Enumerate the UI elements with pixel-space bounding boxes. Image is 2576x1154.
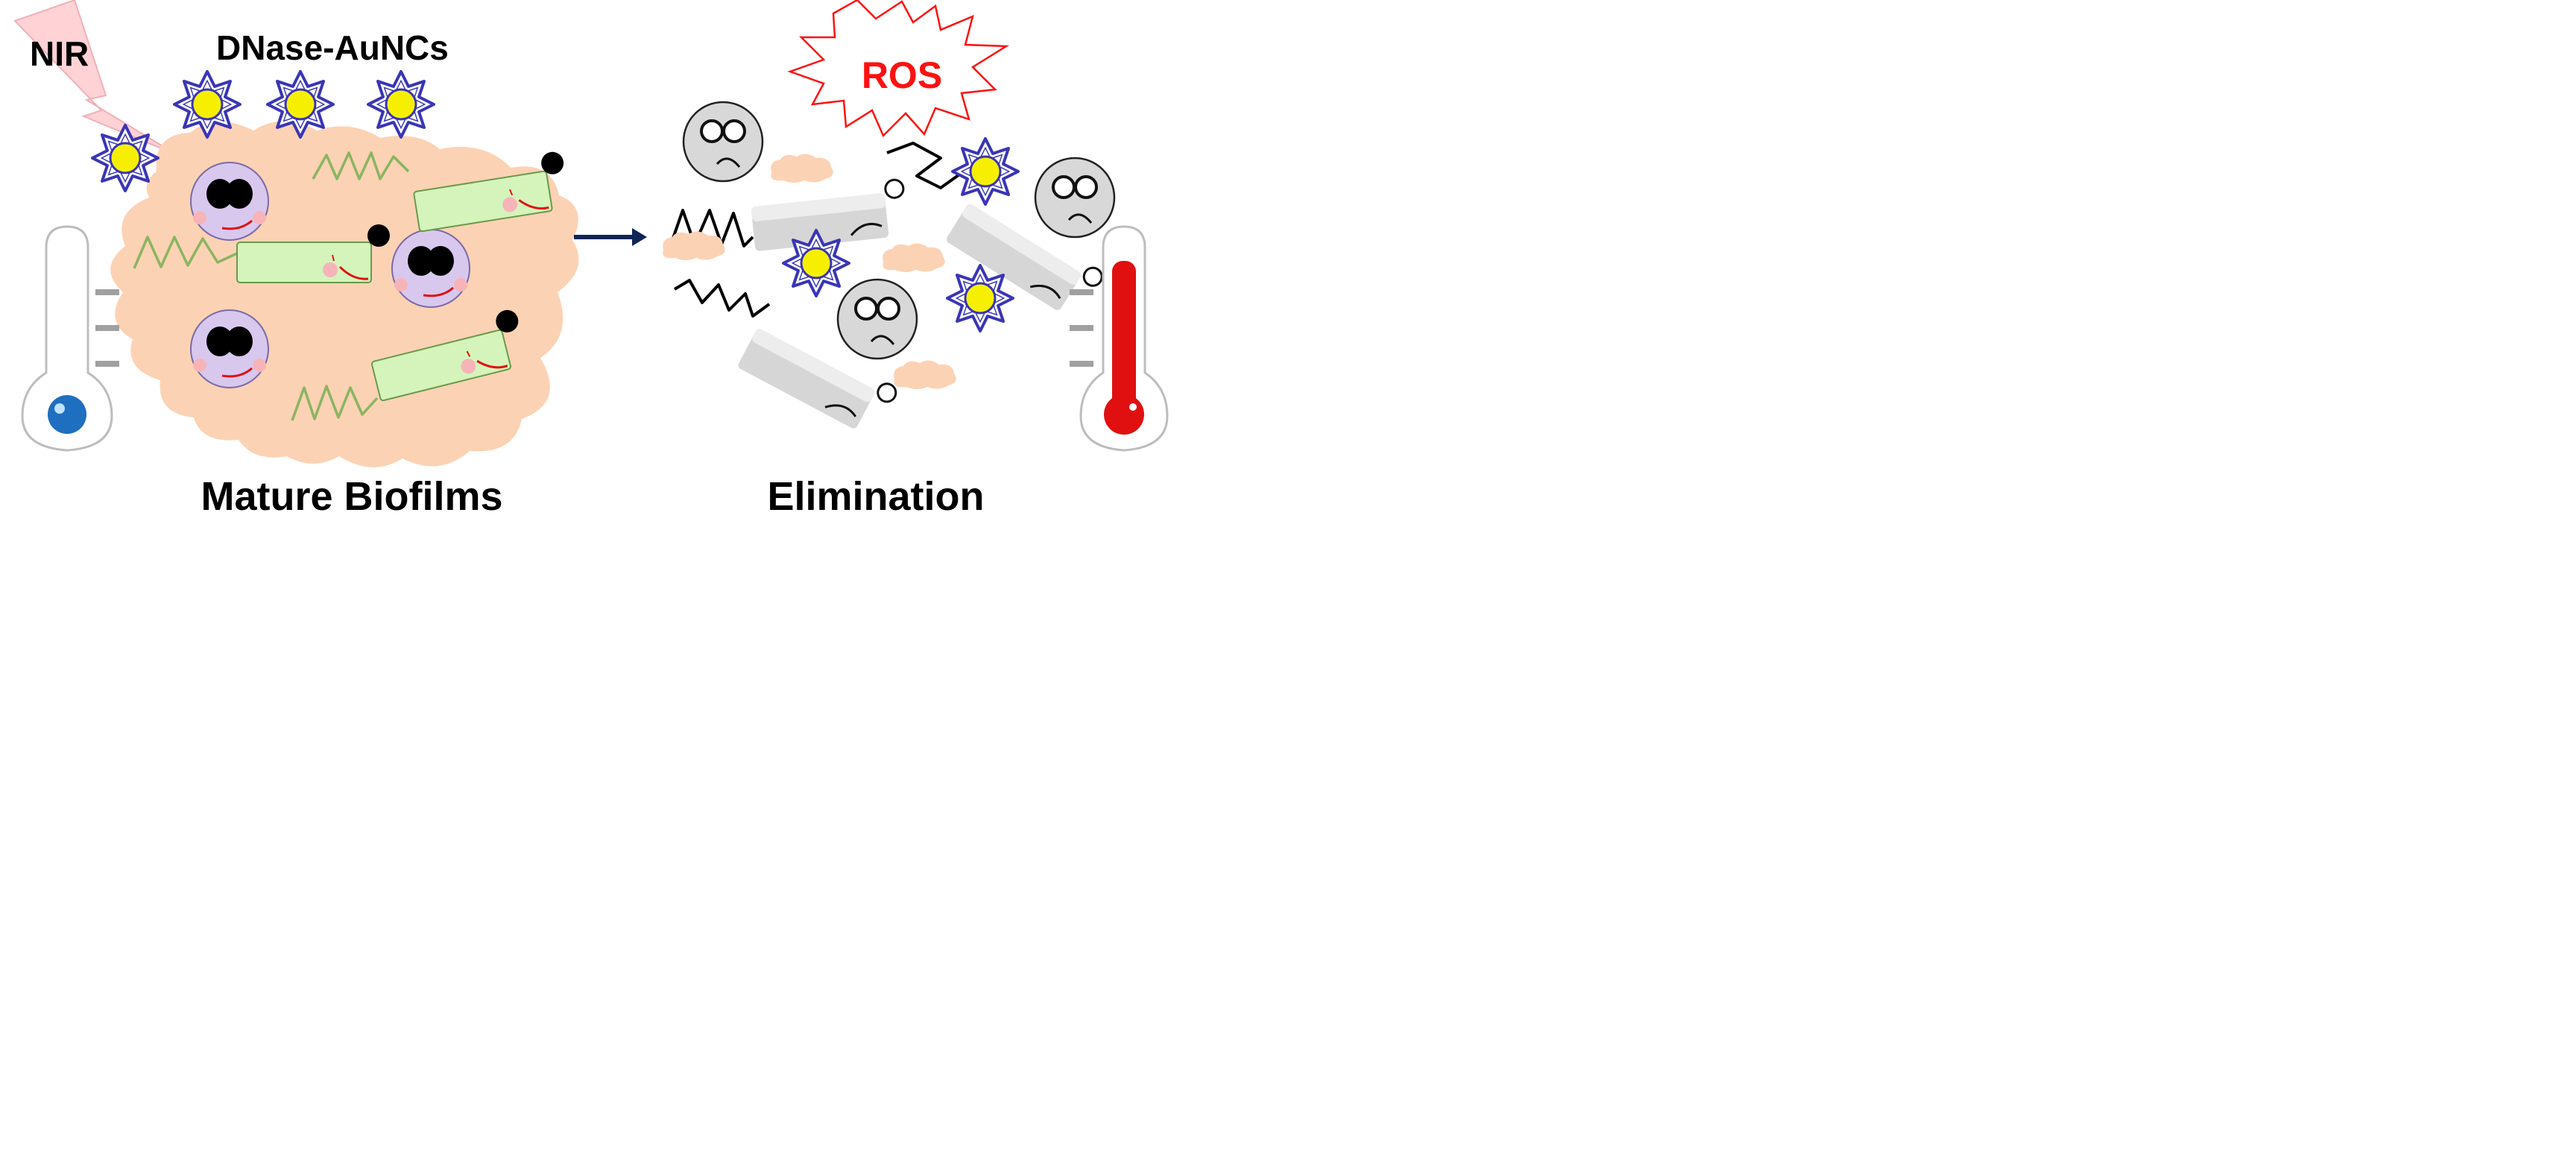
live-coccus — [391, 228, 471, 309]
dna-strand — [312, 151, 410, 180]
process-arrow — [574, 228, 647, 246]
biofilm-cloud — [110, 121, 579, 467]
thermometer-hot-icon — [1070, 225, 1169, 452]
star-sun-icon — [173, 70, 242, 139]
live-coccus — [189, 309, 270, 389]
dna-strand — [291, 385, 379, 421]
biofilm-elimination-diagram: NIR DNase-AuNCs ROS Mature Biofilms Elim… — [13, 0, 1169, 519]
biofilm-debris — [771, 154, 833, 183]
lightning-bolt-icon — [13, 0, 178, 156]
star-sun-icon — [91, 124, 160, 192]
dead-coccus — [682, 101, 764, 183]
thermometer-cold-icon — [21, 225, 119, 452]
ros-label: ROS — [862, 54, 942, 96]
dna-strand — [673, 279, 771, 318]
dna-strand — [886, 142, 963, 189]
dead-rod — [748, 177, 910, 253]
elimination-label: Elimination — [767, 474, 984, 519]
star-sun-icon — [951, 137, 1020, 206]
biofilm-debris — [894, 360, 956, 389]
star-sun-icon — [266, 70, 335, 139]
biofilm-debris — [663, 231, 725, 260]
ros-burst — [787, 0, 1010, 138]
biofilm-debris — [883, 243, 945, 272]
dead-coccus — [1034, 157, 1116, 239]
star-sun-icon — [367, 70, 435, 139]
dna-strand — [133, 236, 241, 269]
live-coccus — [189, 161, 270, 242]
dead-coccus — [836, 278, 918, 360]
dnase-aunc-label: DNase-AuNCs — [216, 28, 449, 67]
nir-label: NIR — [30, 34, 89, 73]
star-sun-icon — [782, 229, 850, 297]
star-sun-icon — [946, 264, 1014, 332]
mature-biofilms-label: Mature Biofilms — [201, 474, 502, 519]
dna-strand — [669, 209, 754, 247]
